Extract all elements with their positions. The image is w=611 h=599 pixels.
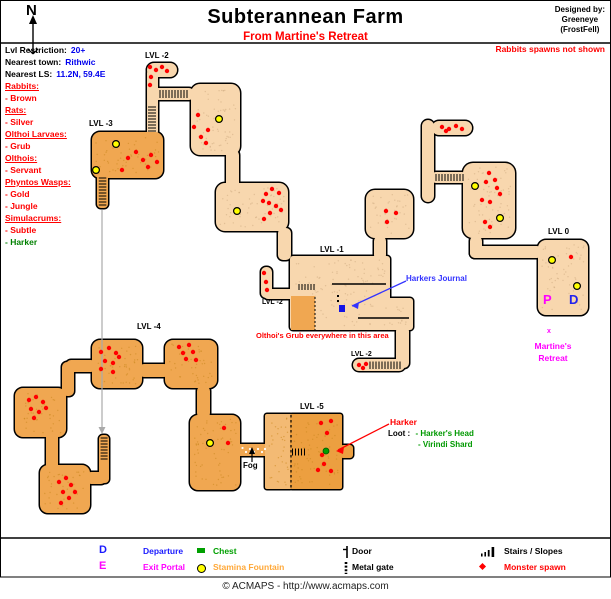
designer-line: Designed by: [554, 5, 605, 14]
monster-list-item: - Servant [5, 165, 42, 175]
harker-label: Harker [390, 417, 417, 427]
chest-icon [197, 548, 205, 553]
label-lvl-minus5: LVL -5 [300, 402, 324, 411]
info-value: 20+ [70, 45, 86, 55]
legend-label: Chest [213, 546, 237, 556]
rabbits-note: Rabbits spawns not shown [495, 44, 605, 54]
info-row-ls: Nearest LS: 11.2N, 59.4E [5, 69, 105, 79]
loot-item-shard: - Virindi Shard [418, 440, 473, 449]
compass-north-label: N [26, 2, 37, 19]
info-label: Nearest LS: [5, 69, 53, 79]
label-lvl-0: LVL 0 [548, 227, 570, 236]
stairs-slopes-icon [480, 545, 498, 563]
page-title: Subterannean Farm [207, 6, 404, 28]
exit-portal-marker: P [543, 292, 552, 307]
legend-label: Door [352, 546, 372, 556]
monster-list-item: Phyntos Wasps: [5, 177, 71, 187]
monster-list-item: - Harker [5, 237, 38, 247]
copyright-footer: © ACMAPS - http://www.acmaps.com [222, 581, 389, 592]
monster-list-item: Rats: [5, 105, 27, 115]
legend-label: Departure [143, 546, 184, 556]
label-lvl-minus1: LVL -1 [320, 245, 344, 254]
fog-label: Fog [243, 461, 258, 470]
legend-label: Exit Portal [143, 562, 186, 572]
door-icon [342, 545, 352, 564]
monster-list-item: - Subtle [5, 225, 37, 235]
harkers-journal-label: Harkers Journal [406, 274, 467, 283]
label-lvl-minus2-left: LVL -2 [262, 299, 283, 306]
designer-credit: Designed by: Greeneye (FrostFell) [555, 5, 605, 35]
exit-portal-symbol: E [99, 560, 107, 572]
info-label: Lvl Restriction: [5, 45, 67, 55]
monster-list-item: Olthois: [5, 153, 38, 163]
monster-list-item: - Gold [5, 189, 30, 199]
page-subtitle: From Martine's Retreat [243, 31, 368, 43]
legend-label: Metal gate [352, 562, 394, 572]
grub-note: Olthoi's Grub everywhere in this area [256, 331, 389, 340]
departure-marker: D [569, 292, 579, 307]
loot-line: Loot : - Harker's Head [388, 429, 474, 438]
designer-line: Greeneye [561, 15, 599, 24]
label-lvl-minus3: LVL -3 [89, 119, 113, 128]
designer-line: (FrostFell) [560, 25, 600, 34]
martines-retreat-line2: Retreat [538, 353, 568, 363]
info-row-restriction: Lvl Restriction: 20+ [5, 45, 85, 55]
departure-symbol: D [99, 544, 107, 556]
label-lvl-minus4: LVL -4 [137, 322, 161, 331]
stamina-fountain-icon [197, 564, 206, 573]
loot-label: Loot : [388, 429, 411, 438]
legend-label: Monster spawn [504, 562, 566, 572]
monster-list-item: - Silver [5, 117, 34, 127]
info-value: 11.2N, 59.4E [56, 69, 106, 79]
monster-list-item: - Jungle [5, 201, 38, 211]
martines-retreat-line1: Martine's [534, 341, 572, 351]
info-row-town: Nearest town: Rithwic [5, 57, 95, 67]
info-value: Rithwic [65, 57, 96, 67]
monster-list-item: Olthoi Larvaes: [5, 129, 67, 139]
metal-gate-icon [342, 561, 350, 580]
monster-list-item: Simulacrums: [5, 213, 62, 223]
destination-mark: x [547, 328, 551, 335]
monster-list-item: - Grub [5, 141, 31, 151]
label-lvl-minus2-bottom: LVL -2 [351, 351, 372, 358]
loot-item-head: - Harker's Head [415, 429, 474, 438]
info-label: Nearest town: [5, 57, 62, 67]
legend-label: Stairs / Slopes [504, 546, 563, 556]
legend-label: Stamina Fountain [213, 562, 285, 572]
monster-list-item: Rabbits: [5, 81, 39, 91]
label-lvl-minus2-top: LVL -2 [145, 51, 169, 60]
monster-list-item: - Brown [5, 93, 37, 103]
